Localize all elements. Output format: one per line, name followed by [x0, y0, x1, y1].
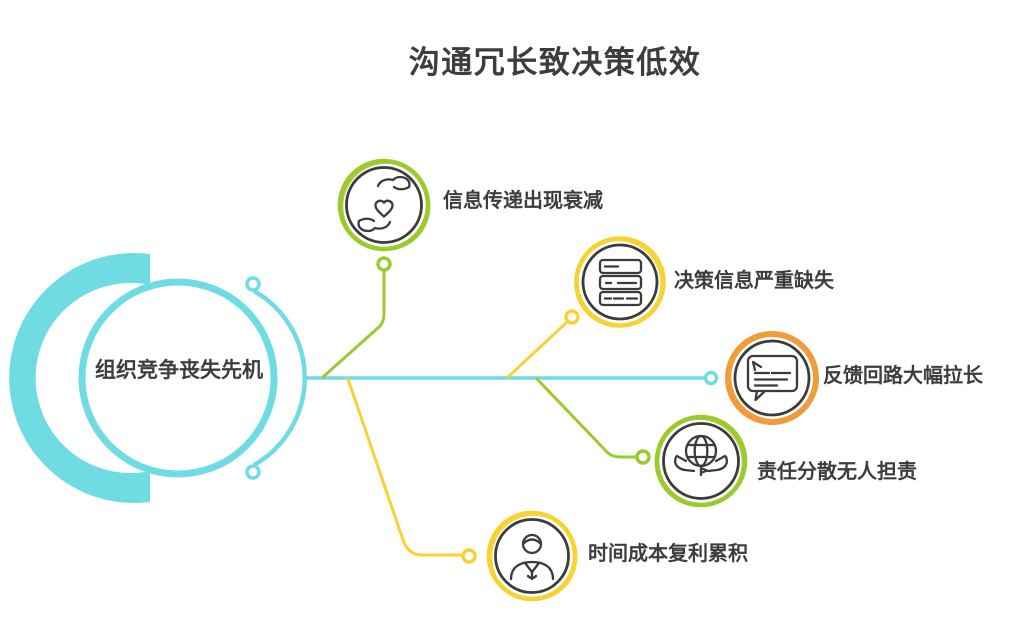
- node-feedback-loop: 反馈回路大幅拉长: [725, 331, 984, 425]
- node-inner-ring: [494, 518, 570, 594]
- connector-responsibility: [535, 377, 638, 459]
- globe-hands-icon: [674, 434, 728, 477]
- node-label: 责任分散无人担责: [757, 459, 917, 483]
- arc-end-dot-bottom: [245, 464, 261, 480]
- node-inner-ring: [581, 243, 659, 321]
- connector-dot-responsibility: [635, 449, 651, 465]
- node-ring: [337, 158, 431, 252]
- node-ring: [486, 510, 578, 602]
- person-icon: [509, 533, 555, 581]
- connector-info-decay: [321, 269, 386, 379]
- page-title: 沟通冗长致决策低效: [409, 45, 702, 80]
- node-inner-ring: [345, 166, 423, 244]
- center-label: 组织竞争丧失先机: [95, 358, 263, 382]
- document-stack-icon: [598, 258, 643, 307]
- main-connector-dot: [703, 370, 719, 386]
- node-time-cost: 时间成本复利累积: [486, 510, 748, 602]
- node-info-decay: 信息传递出现衰减: [337, 158, 603, 252]
- connector-time-cost: [346, 377, 463, 557]
- node-inner-ring: [662, 422, 740, 500]
- connectors: [303, 256, 719, 564]
- hands-heart-icon: [357, 175, 411, 233]
- arc-end-dot-top: [245, 276, 261, 292]
- node-ring-sketch: [654, 418, 744, 507]
- node-label: 时间成本复利累积: [588, 541, 748, 565]
- node-ring-sketch: [341, 162, 431, 251]
- node-label: 决策信息严重缺失: [674, 268, 835, 292]
- center-crescent: [9, 253, 150, 503]
- node-ring-sketch: [490, 514, 578, 601]
- node-label: 反馈回路大幅拉长: [823, 363, 984, 387]
- node-responsibility: 责任分散无人担责: [654, 414, 917, 508]
- node-ring: [725, 331, 819, 425]
- connector-dot-info-decay: [376, 256, 392, 272]
- center-hub: 组织竞争丧失先机: [9, 253, 307, 503]
- node-label: 信息传递出现衰减: [443, 188, 603, 212]
- node-ring-sketch: [574, 239, 662, 328]
- node-missing-info: 决策信息严重缺失: [574, 236, 835, 328]
- connector-dot-time-cost: [461, 548, 477, 564]
- connector-missing-info: [506, 321, 568, 379]
- node-ring: [574, 236, 666, 328]
- node-inner-ring: [733, 339, 811, 417]
- connector-dot-missing-info: [564, 309, 580, 325]
- node-ring-sketch: [729, 332, 819, 421]
- node-ring: [654, 414, 748, 508]
- center-circle: [78, 278, 278, 478]
- speech-bubble-icon: [746, 354, 799, 402]
